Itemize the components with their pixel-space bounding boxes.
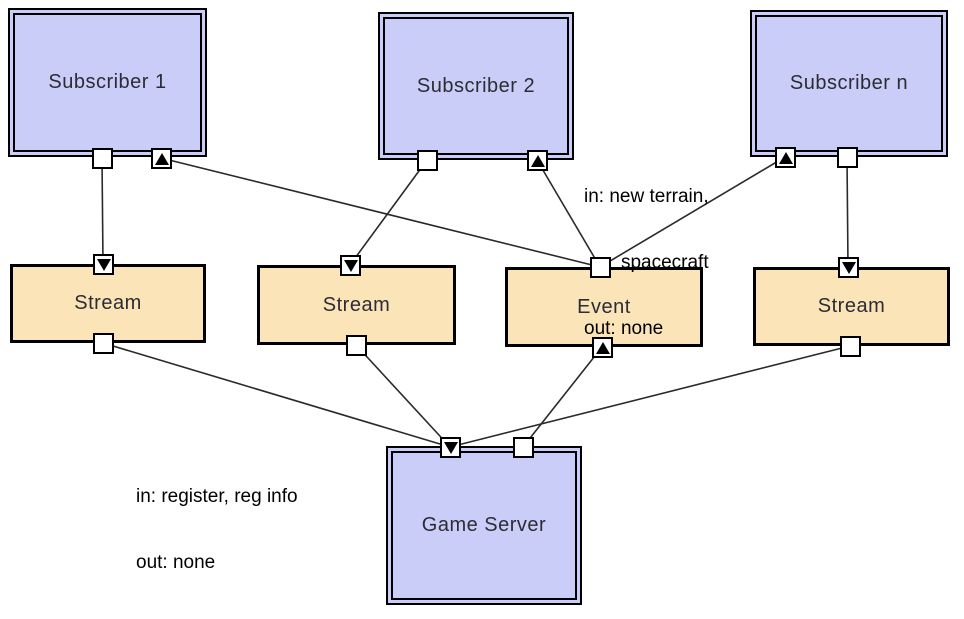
connector-stream1-out-to-gs-in	[102, 342, 451, 448]
connector-event-out-to-sub2-in	[536, 159, 601, 268]
arrow-up-icon	[530, 154, 545, 167]
node-subscriber-2: Subscriber 2	[378, 12, 574, 160]
connector-sub2-out-to-stream2-in	[349, 159, 428, 266]
port-sub2-out	[417, 150, 438, 171]
connector-stream2-out-to-gs-in	[355, 344, 451, 448]
connector-sub1-out-to-stream1-in	[101, 157, 104, 265]
port-stream2-out	[346, 335, 367, 356]
annotation-event-ports: in: new terrain, spacecraft out: none	[584, 142, 709, 384]
port-sub1-out	[92, 148, 113, 169]
port-sub2-in-arrow	[527, 150, 548, 171]
arrow-up-icon	[595, 341, 610, 354]
arrow-down-icon	[343, 259, 358, 272]
port-event-out	[590, 257, 611, 278]
annotation-line: out: none	[136, 552, 216, 573]
node-inner-border: Subscriber 1	[13, 13, 202, 152]
port-subn-out	[837, 147, 858, 168]
connector-event-out-to-subn-in	[599, 156, 786, 268]
node-label-event: Event	[577, 295, 631, 318]
node-label-subscriber-1: Subscriber 1	[48, 71, 167, 93]
arrow-up-icon	[778, 151, 793, 164]
node-label-subscriber-2: Subscriber 2	[416, 74, 536, 97]
node-inner-border: Subscriber n	[755, 15, 943, 152]
arrow-up-icon	[154, 152, 169, 165]
arrow-down-icon	[841, 261, 856, 274]
annotation-line: spacecraft	[584, 252, 709, 273]
port-stream1-in-arrow	[93, 254, 114, 275]
node-game-server: Game Server	[386, 446, 582, 605]
node-stream-2: Stream	[257, 265, 456, 345]
connector-stream3-out-to-gs-in	[449, 345, 851, 448]
node-label-game-server: Game Server	[421, 514, 547, 536]
node-inner-border: Game Server	[391, 451, 577, 600]
node-label-stream-2: Stream	[322, 293, 391, 316]
port-stream3-in-arrow	[838, 257, 859, 278]
annotation-line: out: none	[584, 318, 664, 339]
port-gs-out	[513, 437, 534, 458]
node-label-stream-1: Stream	[74, 292, 142, 314]
port-subn-in-arrow	[775, 147, 796, 168]
connector-subn-out-to-stream3-in	[846, 156, 849, 268]
node-stream-1: Stream	[10, 264, 206, 343]
node-label-subscriber-n: Subscriber n	[789, 72, 909, 94]
connector-event-out-to-sub1-in	[160, 157, 601, 268]
node-stream-3: Stream	[753, 267, 950, 346]
node-subscriber-n: Subscriber n	[750, 10, 948, 157]
node-subscriber-1: Subscriber 1	[8, 8, 207, 157]
annotation-server-ports: in: register, reg info out: none	[136, 442, 298, 618]
node-inner-border: Subscriber 2	[383, 17, 569, 155]
port-stream2-in-arrow	[340, 255, 361, 276]
arrow-down-icon	[443, 441, 458, 454]
port-sub1-in-arrow	[151, 148, 172, 169]
port-gs-in-arrow	[440, 437, 461, 458]
arrow-down-icon	[96, 258, 111, 271]
connector-gs-out-to-event-in	[522, 346, 603, 448]
port-event-in-arrow	[592, 337, 613, 358]
annotation-line: in: register, reg info	[136, 486, 298, 507]
port-stream3-out	[840, 336, 861, 357]
port-stream1-out	[93, 333, 114, 354]
annotation-line: in: new terrain,	[584, 186, 709, 207]
node-label-stream-3: Stream	[817, 295, 886, 317]
